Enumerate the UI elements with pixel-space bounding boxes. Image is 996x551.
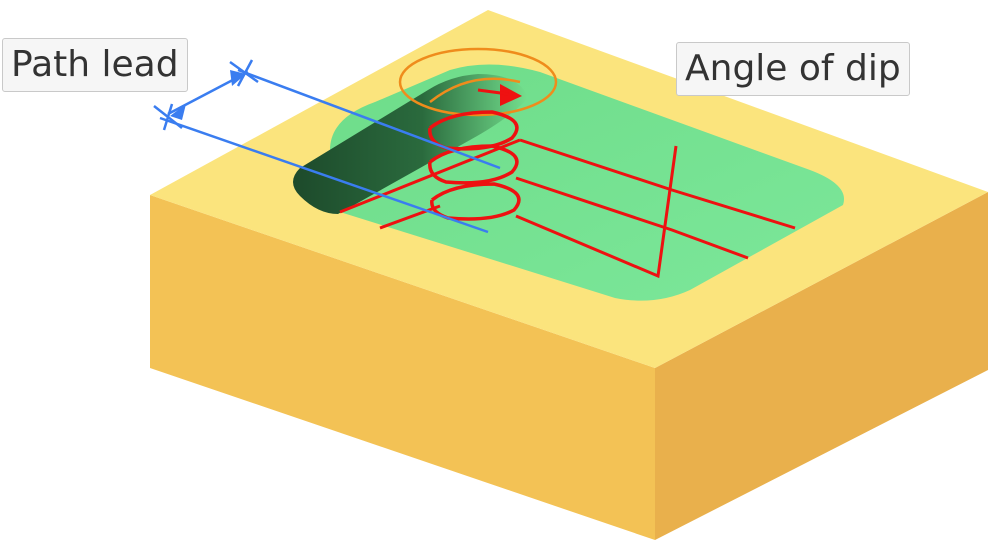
angle-of-dip-label: Angle of dip xyxy=(676,42,910,96)
block-side-face xyxy=(655,192,988,540)
path-lead-label: Path lead xyxy=(2,38,188,92)
helix-entry-ring xyxy=(398,47,558,117)
pocket-wall-shadow xyxy=(293,74,528,214)
helix-entry-spiral xyxy=(429,77,521,103)
toolpath-passes xyxy=(339,138,796,279)
block-front-face xyxy=(150,195,655,540)
arrow-icon xyxy=(230,70,246,86)
arrow-head-icon xyxy=(500,84,522,106)
arrow-icon xyxy=(170,104,186,120)
direction-arrow-line xyxy=(477,88,509,96)
